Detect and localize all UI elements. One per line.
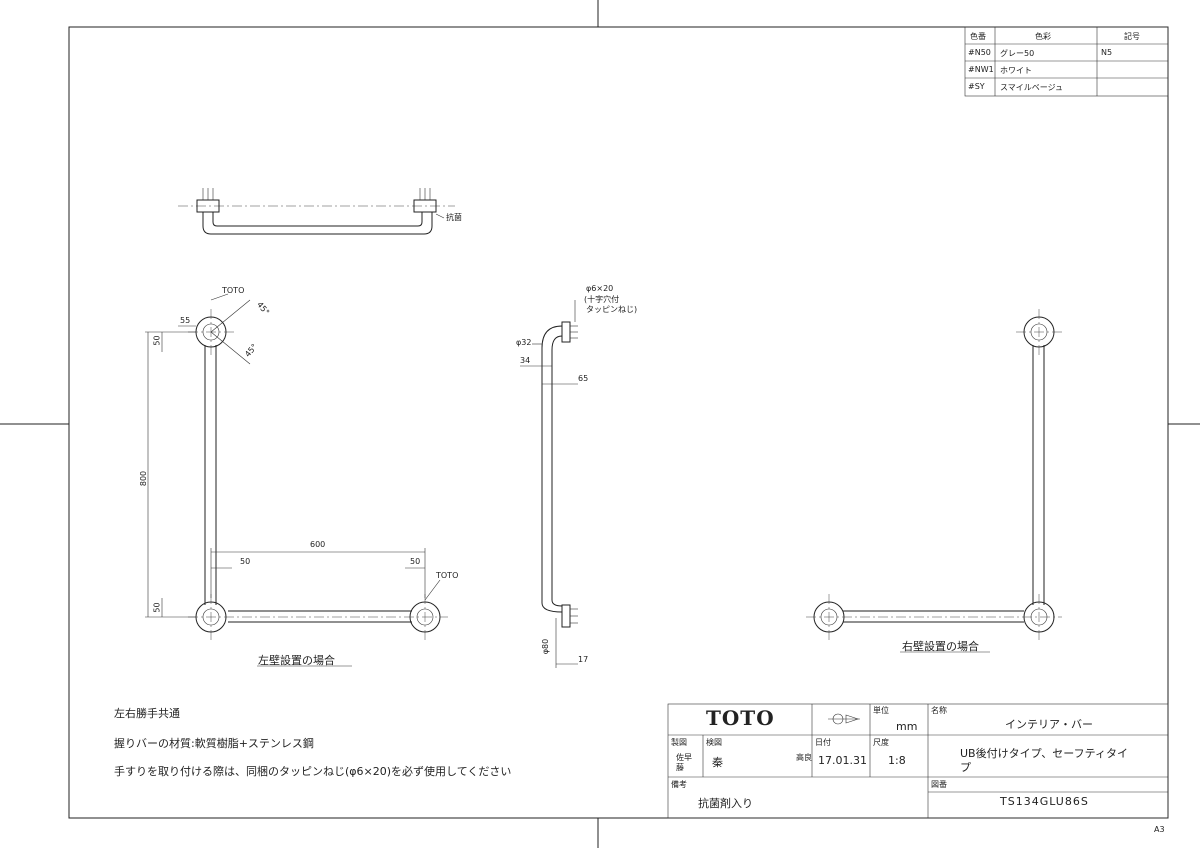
dim-phi32: φ32 xyxy=(516,338,532,347)
dim-65: 65 xyxy=(578,374,589,383)
side-view xyxy=(520,300,578,668)
right-wall-view xyxy=(806,309,1062,653)
dim-17: 17 xyxy=(578,655,589,664)
color-table-header-code: 色番 xyxy=(970,32,986,41)
remarks-label: 備考 xyxy=(671,780,687,789)
dim-50-bottom: 50 xyxy=(152,602,162,613)
date-value: 17.01.31 xyxy=(818,754,867,767)
kouken-label: 抗菌 xyxy=(446,213,462,222)
color-row-symbol: N5 xyxy=(1101,48,1113,57)
left-wall-view xyxy=(145,293,448,667)
subtitle-line: UB後付けタイプ、セーフティタイ xyxy=(960,747,1128,760)
right-view-caption: 右壁設置の場合 xyxy=(902,640,979,653)
scale-value: 1:8 xyxy=(888,754,906,767)
dim-50-left: 50 xyxy=(240,557,251,566)
color-row-code: #NW1 xyxy=(968,65,994,74)
dim-50-right: 50 xyxy=(410,557,421,566)
note-line: 左右勝手共通 xyxy=(114,707,180,720)
drawing-number: TS134GLU86S xyxy=(1000,795,1089,808)
color-row-code: #SY xyxy=(968,82,985,91)
made-label: 製図 xyxy=(671,738,687,747)
screw-spec-label: φ6×20 xyxy=(586,284,614,293)
dim-phi80: φ80 xyxy=(541,638,551,655)
name-label: 名称 xyxy=(931,706,947,715)
made-name: 藤 xyxy=(676,763,684,772)
drawing-no-label: 図番 xyxy=(931,780,947,789)
remarks-value: 抗菌剤入り xyxy=(698,797,753,810)
color-table-header-symbol: 記号 xyxy=(1124,32,1140,41)
product-name: インテリア・バー xyxy=(1005,718,1093,731)
color-row-name: スマイルベージュ xyxy=(1000,83,1064,92)
color-table-header-name: 色彩 xyxy=(1035,32,1051,41)
toto-mark-label: TOTO xyxy=(222,286,245,295)
check-name: 高良 xyxy=(796,753,812,762)
sheet-border xyxy=(68,26,1169,819)
unit-value: mm xyxy=(896,720,918,733)
screw-spec-label: (十字穴付 xyxy=(584,295,620,304)
note-line: 手すりを取り付ける際は、同梱のタッピンねじ(φ6×20)を必ず使用してください xyxy=(114,765,512,778)
dim-600: 600 xyxy=(310,540,326,549)
scale-label: 尺度 xyxy=(873,738,889,747)
brand-logo: TOTO xyxy=(706,706,775,730)
check-label: 検図 xyxy=(706,738,722,747)
dim-55: 55 xyxy=(180,316,191,325)
subtitle-line: プ xyxy=(960,761,971,774)
sheet-size: A3 xyxy=(1154,825,1165,834)
color-row-name: ホワイト xyxy=(1000,66,1032,75)
note-line: 握りバーの材質:軟質樹脂+ステンレス鋼 xyxy=(114,737,314,750)
dim-34: 34 xyxy=(520,356,531,365)
top-view xyxy=(178,188,455,235)
made-name: 佐早 xyxy=(676,753,692,762)
title-block xyxy=(667,703,1169,819)
left-view-caption: 左壁設置の場合 xyxy=(258,654,335,667)
color-row-name: グレー50 xyxy=(1000,49,1035,58)
dim-800: 800 xyxy=(139,470,149,487)
toto-mark-label: TOTO xyxy=(436,571,459,580)
screw-spec-label: タッピンねじ) xyxy=(586,305,638,314)
color-row-code: #N50 xyxy=(968,48,991,57)
dim-50-top: 50 xyxy=(152,335,162,346)
color-table xyxy=(964,26,1169,97)
check-name: 秦 xyxy=(712,756,723,769)
date-label: 日付 xyxy=(815,738,831,747)
unit-label: 単位 xyxy=(873,706,889,715)
